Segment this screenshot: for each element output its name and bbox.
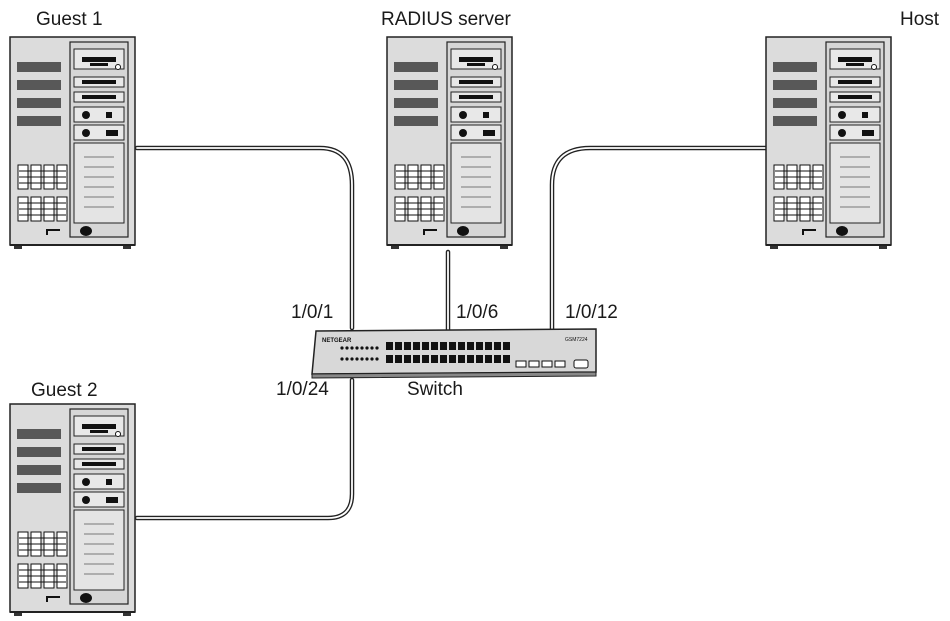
radius-server-label: RADIUS server: [381, 9, 511, 30]
switch-brand-text: NETGEAR: [322, 338, 352, 344]
cable-guest2: [134, 377, 355, 521]
host-server-icon: [765, 36, 892, 250]
port-label-24: 1/0/24: [276, 379, 329, 400]
port-label-1: 1/0/1: [291, 302, 334, 323]
port-label-12: 1/0/12: [565, 302, 618, 323]
cable-guest1: [134, 145, 355, 331]
switch-model-text: GSM7224: [565, 337, 588, 343]
switch-icon: NETGEAR GSM7224: [311, 328, 597, 379]
radius-server-icon: [386, 36, 513, 250]
switch-label: Switch: [407, 379, 463, 400]
guest1-server-icon: [9, 36, 136, 250]
port-label-6: 1/0/6: [456, 302, 499, 323]
guest2-label: Guest 2: [31, 380, 98, 401]
guest1-label: Guest 1: [36, 9, 103, 30]
guest2-server-icon: [9, 403, 136, 617]
host-label: Host: [900, 9, 940, 30]
